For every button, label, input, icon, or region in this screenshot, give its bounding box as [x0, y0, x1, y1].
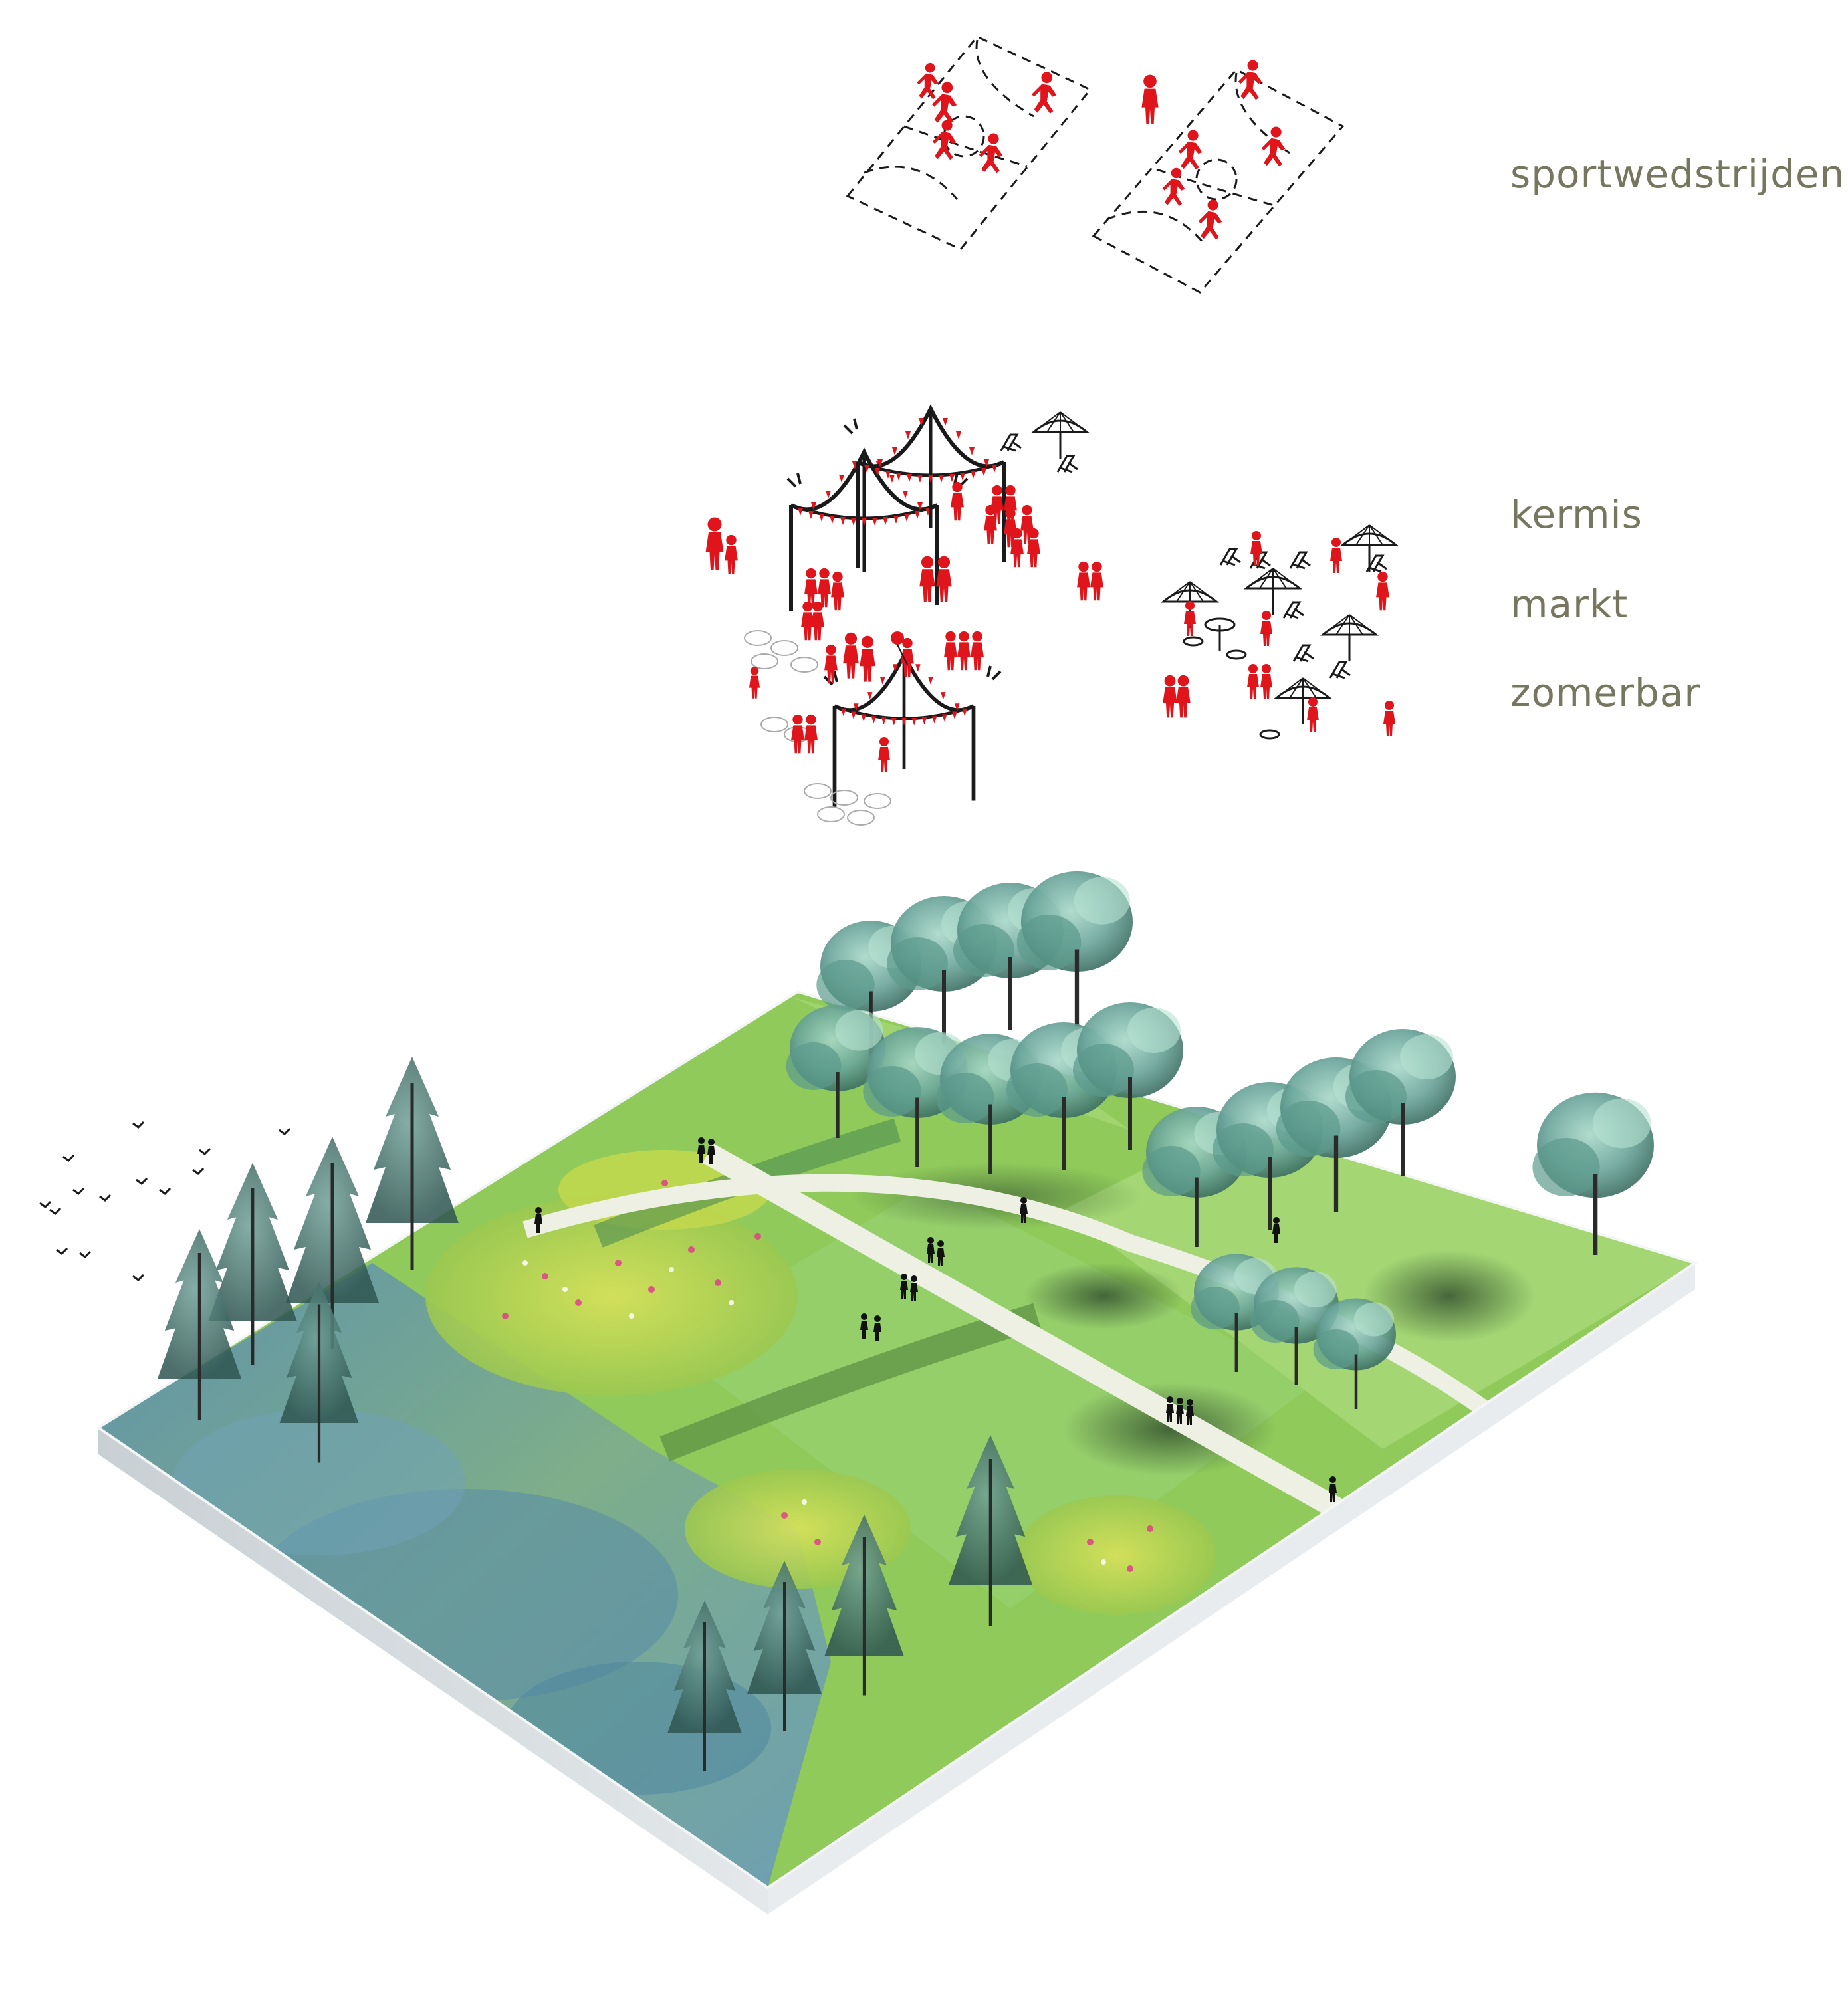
straight-path: [702, 1143, 1349, 1522]
label-sportwedstrijden: sportwedstrijden: [1510, 152, 1845, 197]
park-block: [96, 990, 1698, 1914]
sports-field-icon: [846, 35, 1345, 294]
slab-left-side: [98, 1428, 768, 1914]
curved-path: [522, 1174, 1508, 1430]
parasol-terrace-icon: [1000, 411, 1397, 740]
bird-flock-icon: [39, 1121, 291, 1281]
label-zomerbar: zomerbar: [1510, 670, 1701, 715]
fair-tent-icon: [705, 409, 1103, 826]
label-kermis: kermis: [1510, 492, 1643, 537]
flower-meadow: [425, 1196, 798, 1396]
slab-right-side: [768, 1263, 1695, 1914]
label-markt: markt: [1510, 582, 1629, 627]
